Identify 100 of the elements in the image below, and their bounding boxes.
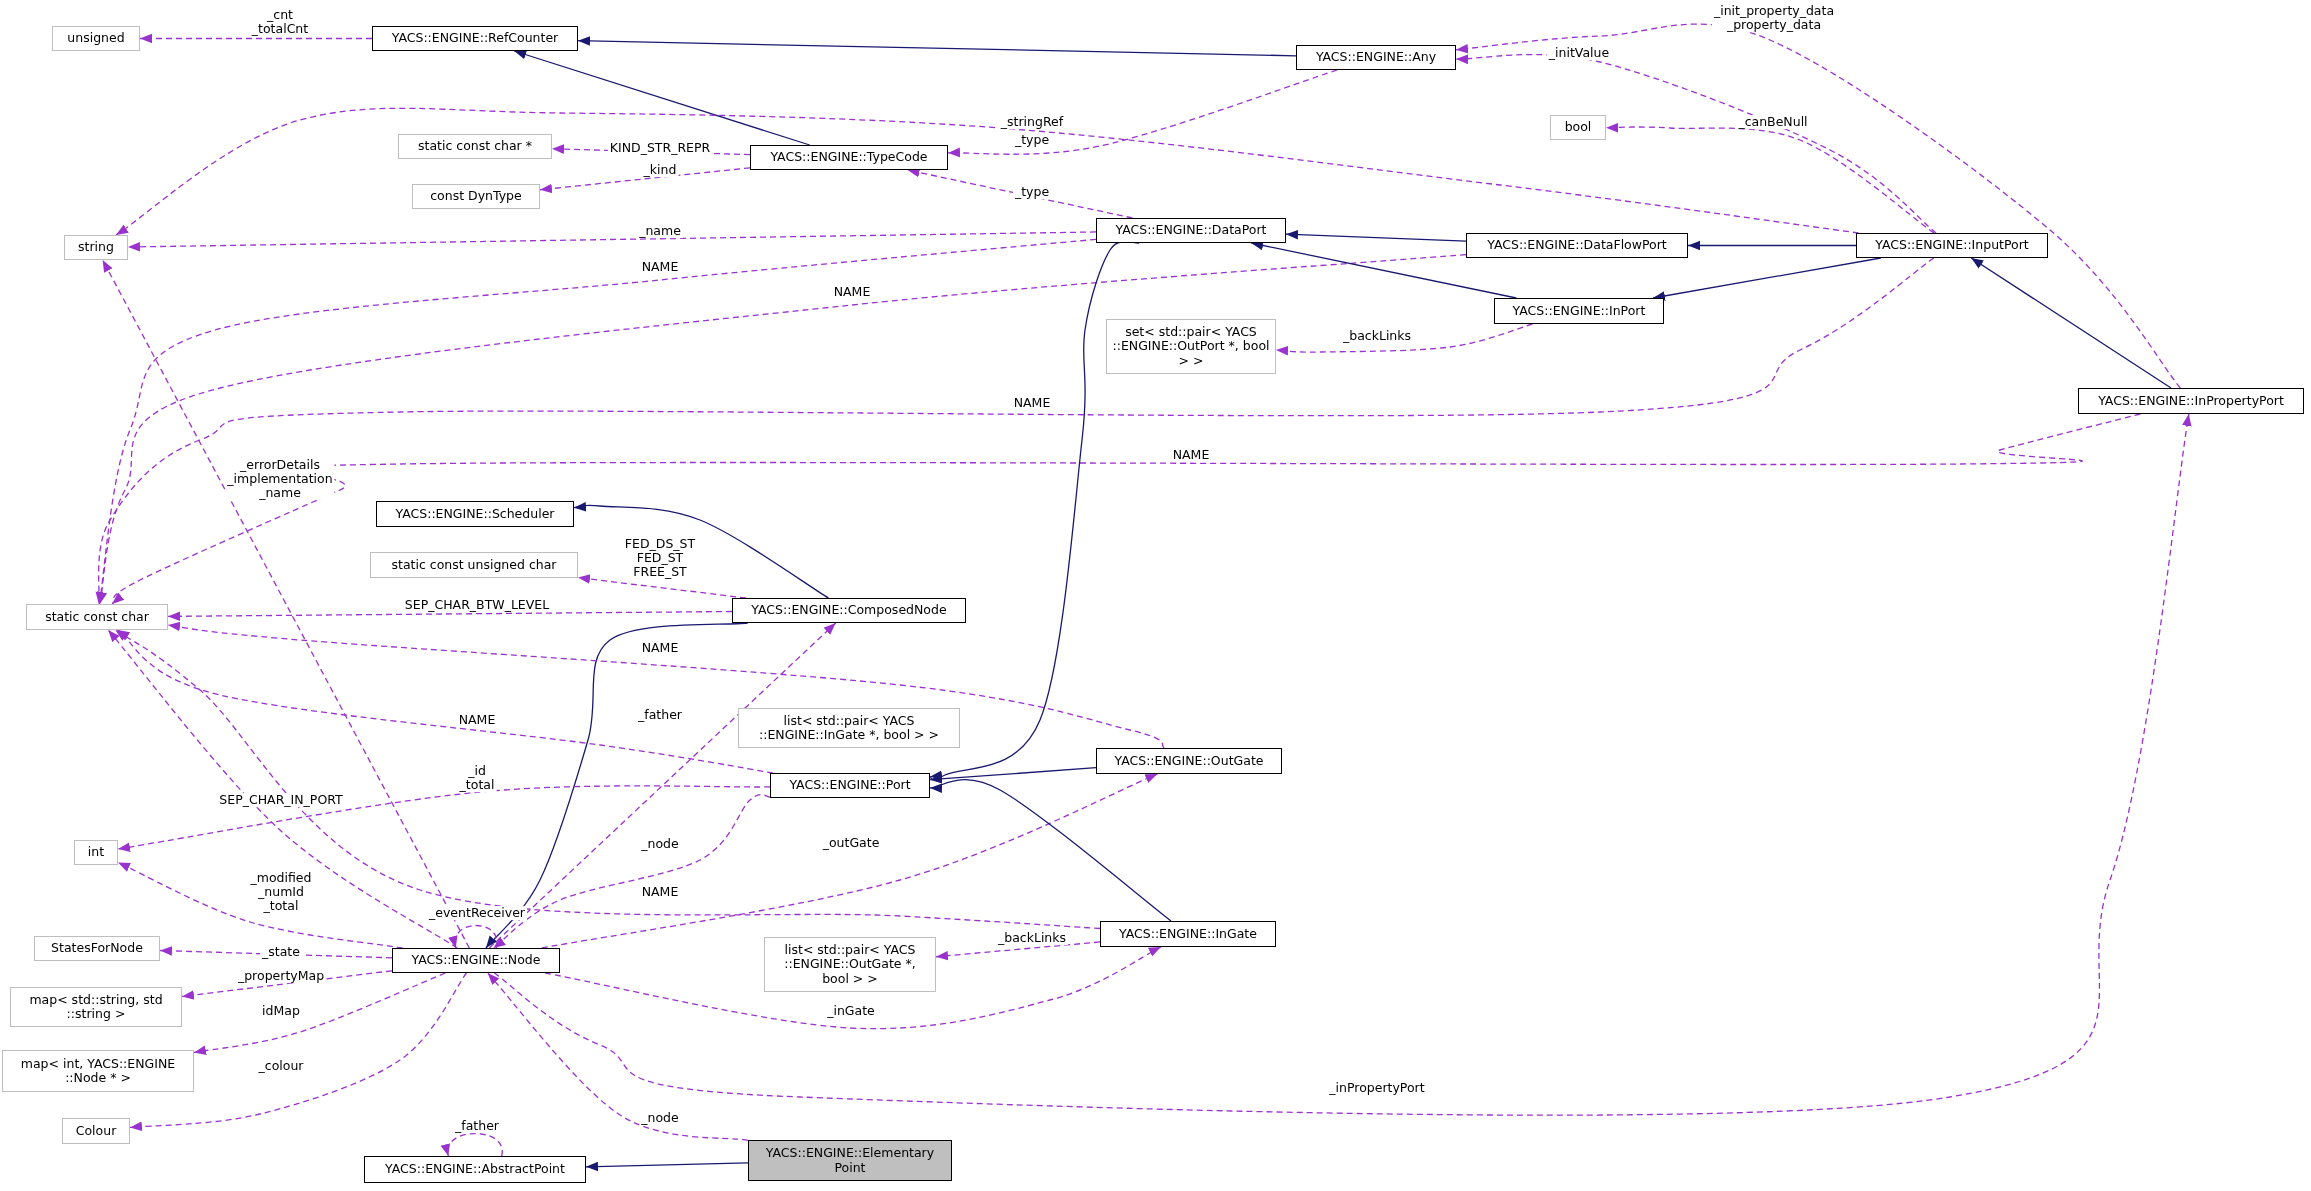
dashed-arrow <box>935 941 1101 961</box>
arrow <box>929 779 1172 922</box>
edge-label: _backLinks <box>995 931 1069 945</box>
dashed-arrow <box>539 167 751 194</box>
edge-label: NAME <box>1011 396 1053 410</box>
arrow <box>513 50 811 146</box>
type-box: map< int, YACS::ENGINE ::Node * > <box>2 1050 194 1092</box>
class-box: YACS::ENGINE::RefCounter <box>372 26 578 51</box>
type-box: set< std::pair< YACS ::ENGINE::OutPort *, bool > > <box>1106 319 1276 374</box>
type-box: StatesForNode <box>34 936 160 961</box>
dashed-arrow <box>139 33 373 44</box>
edge-label: _kind <box>641 163 679 177</box>
edge-label: _father <box>636 708 684 722</box>
edge-label: FED_DS_ST FED_ST FREE_ST <box>622 537 698 579</box>
type-box: list< std::pair< YACS ::ENGINE::OutGate *, bool > > <box>764 937 936 992</box>
dashed-arrow <box>94 257 1935 605</box>
dashed-arrow <box>193 972 446 1056</box>
dashed-arrow <box>541 773 1159 949</box>
type-box: static const char * <box>398 134 552 159</box>
edge-label: NAME <box>639 885 681 899</box>
edge-label: _modified _numId _total <box>248 871 314 913</box>
type-box: int <box>74 840 118 865</box>
dashed-arrow <box>167 610 733 622</box>
dashed-arrow <box>107 629 458 949</box>
class-box: YACS::ENGINE::InPort <box>1494 298 1664 324</box>
class-box: YACS::ENGINE::InPropertyPort <box>2078 388 2304 414</box>
edge-label: _outGate <box>820 836 882 850</box>
edge-label: _inGate <box>825 1004 877 1018</box>
edge-label: _backLinks <box>1340 329 1414 343</box>
edge-label: _type <box>1012 133 1052 147</box>
class-box: YACS::ENGINE::TypeCode <box>750 145 948 170</box>
dashed-arrow <box>449 924 498 949</box>
edge-label: _errorDetails _implementation _name <box>225 458 335 500</box>
dashed-arrow <box>111 413 2141 605</box>
dashed-arrow <box>167 621 1165 749</box>
dashed-arrow <box>115 107 1860 236</box>
edge-label: NAME <box>639 260 681 274</box>
dashed-arrow <box>487 972 749 1141</box>
edge-label: NAME <box>456 713 498 727</box>
edge-label: _initValue <box>1546 46 1612 60</box>
class-box: YACS::ENGINE::InGate <box>1100 921 1276 947</box>
arrow <box>577 36 1297 57</box>
arrow <box>585 1161 749 1172</box>
edge-label: KIND_STR_REPR <box>607 141 713 155</box>
class-box: YACS::ENGINE::Scheduler <box>376 501 574 527</box>
edge-label: _id _total <box>457 764 497 792</box>
class-box: YACS::ENGINE::DataPort <box>1096 218 1286 243</box>
edge-label: _state <box>260 945 302 959</box>
class-box: YACS::ENGINE::Any <box>1296 45 1456 70</box>
edge-label: _stringRef <box>998 115 1066 129</box>
dashed-arrow <box>1455 23 2181 389</box>
class-box: YACS::ENGINE::Node <box>392 948 560 973</box>
dashed-arrow <box>127 231 1097 252</box>
arrow <box>573 501 830 599</box>
edge-label: SEP_CHAR_IN_PORT <box>217 793 345 807</box>
type-box: unsigned <box>52 26 140 51</box>
type-box: static const char <box>26 604 168 630</box>
type-box: map< std::string, std ::string > <box>10 987 182 1027</box>
edge-label: _node <box>639 1111 681 1125</box>
class-box: YACS::ENGINE::Port <box>770 773 930 798</box>
edge-label: _canBeNull <box>1736 115 1810 129</box>
dashed-arrow <box>442 1132 503 1157</box>
type-box: string <box>64 235 128 260</box>
type-box: bool <box>1550 115 1606 140</box>
dashed-arrow <box>114 629 1101 930</box>
edge-label: SEP_CHAR_BTW_LEVEL <box>402 598 552 612</box>
dashed-arrow <box>129 972 468 1132</box>
arrow <box>1970 257 2172 389</box>
dashed-arrow <box>96 238 1097 605</box>
edge-label: _eventReceiver <box>427 906 527 920</box>
arrow <box>1285 229 1467 242</box>
dashed-arrow <box>488 622 837 949</box>
dashed-arrow <box>117 785 771 852</box>
edge-label: NAME <box>639 641 681 655</box>
dashed-arrow <box>102 259 470 949</box>
type-box: const DynType <box>412 184 540 209</box>
dashed-arrow <box>1605 122 1935 234</box>
type-box: list< std::pair< YACS ::ENGINE::InGate *, bool > > <box>738 708 960 748</box>
class-box: YACS::ENGINE::Elementary Point <box>748 1140 952 1181</box>
edge-label: _init_property_data _property_data <box>1711 4 1837 32</box>
class-box: YACS::ENGINE::ComposedNode <box>732 598 966 623</box>
dashed-arrow <box>544 946 1162 1030</box>
edge-label: idMap <box>260 1004 302 1018</box>
class-box: YACS::ENGINE::InputPort <box>1856 233 2048 258</box>
edge-label: NAME <box>1170 448 1212 462</box>
arrow <box>929 767 1097 784</box>
type-box: Colour <box>62 1118 130 1144</box>
dashed-arrow <box>493 413 2192 1116</box>
edge-label: _node <box>639 837 681 851</box>
class-box: YACS::ENGINE::DataFlowPort <box>1466 233 1688 258</box>
edge-label: NAME <box>831 285 873 299</box>
dashed-arrow <box>492 793 771 949</box>
dashed-arrow <box>1455 53 1937 234</box>
edge-label: _cnt _totalCnt <box>249 8 311 36</box>
class-box: YACS::ENGINE::OutGate <box>1096 748 1282 774</box>
arrow <box>1652 257 1882 301</box>
dashed-arrow <box>947 69 1338 158</box>
edge-label: _type <box>1012 185 1052 199</box>
dashed-arrow <box>1275 323 1534 356</box>
edge-label: _inPropertyPort <box>1327 1081 1427 1095</box>
